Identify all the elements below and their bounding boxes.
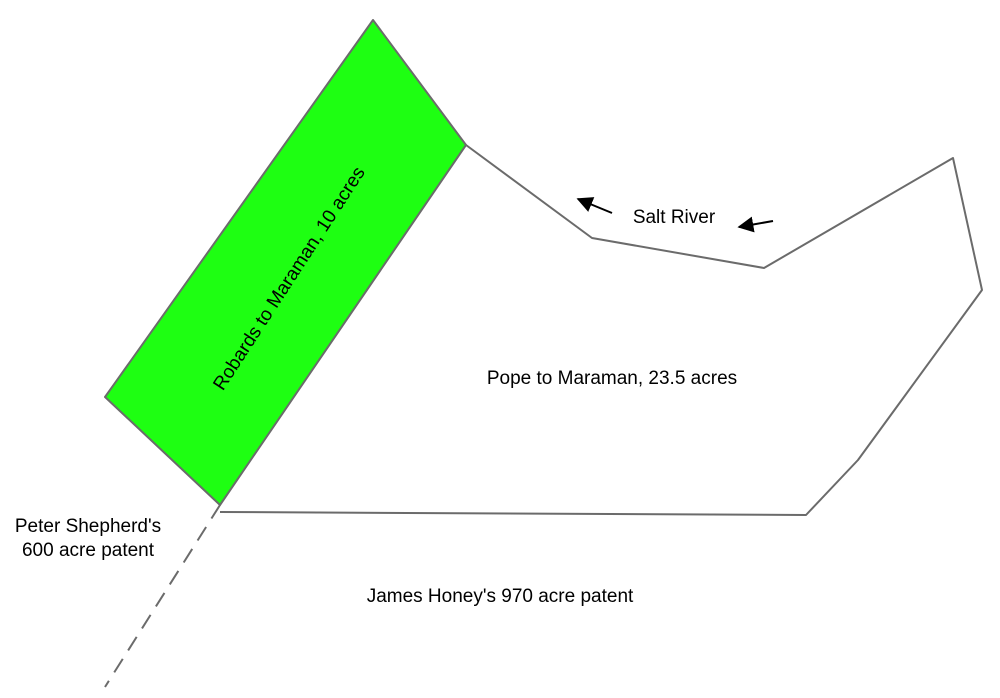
honey-patent-label: James Honey's 970 acre patent [367, 586, 634, 607]
pope-parcel-label: Pope to Maraman, 23.5 acres [487, 368, 737, 389]
shepherd-patent-label-line1: Peter Shepherd's [15, 516, 161, 537]
salt-river-label: Salt River [633, 207, 716, 228]
arrow-left-icon [576, 197, 613, 214]
arrow-left-icon [737, 216, 774, 233]
patent-dividing-line [104, 504, 221, 688]
robards-parcel [104, 19, 467, 506]
pope-parcel-boundary [219, 144, 983, 516]
shepherd-patent-label-line2: 600 acre patent [22, 540, 155, 561]
